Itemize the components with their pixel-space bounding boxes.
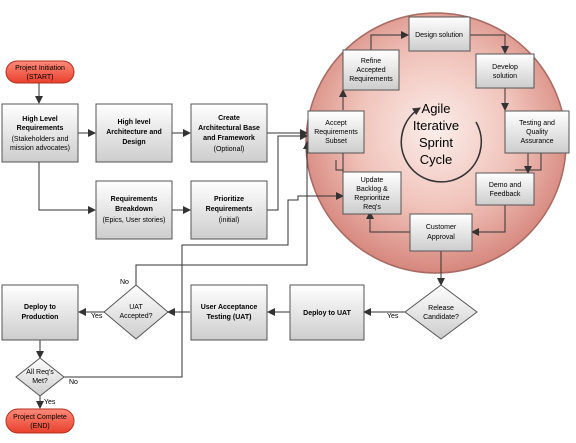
testing-quality-box: Testing and Quality Assurance (504, 110, 570, 154)
refine-line-2: Accepted (356, 67, 385, 74)
deploy-to-production-box: Deploy to Production (1, 284, 79, 341)
release-line-2: Candidate? (423, 314, 459, 321)
uat-accepted-line-1: UAT (129, 304, 143, 311)
end-line-1: Project Complete (13, 414, 67, 421)
prioritize-line-1: Prioritize (214, 196, 244, 203)
demo-line-2: Feedback (490, 191, 521, 198)
high-level-architecture-box: High level Architecture and Design (95, 103, 173, 163)
user-acceptance-testing-box: User Acceptance Testing (UAT) (190, 284, 268, 341)
hlr-line-3: (Stakeholders and (12, 136, 69, 143)
arch-line-3: Design (122, 139, 145, 146)
backlog-line-1: Update (361, 177, 384, 184)
allreqs-line-1: All Req's (26, 369, 54, 376)
hlr-line-2: Requirements (17, 125, 64, 132)
agile-line-3: Sprint (419, 135, 453, 150)
all-reqs-met-decision: All Req's Met? (15, 357, 65, 397)
uat-yes-label: Yes (91, 313, 103, 320)
approval-line-1: Customer (426, 224, 457, 231)
prioritize-line-2: Requirements (206, 206, 253, 213)
backlog-line-4: Req's (363, 204, 381, 211)
breakdown-line-1: Requirements (111, 196, 158, 203)
prioritize-requirements-box: Prioritize Requirements (initial) (190, 180, 268, 240)
hlr-line-4: mission advocates) (10, 145, 70, 152)
create-line-3: and Framework (203, 135, 255, 142)
arch-line-2: Architecture and (106, 129, 162, 136)
production-line-1: Deploy to (24, 304, 56, 311)
accept-requirements-subset-box: Accept Requirements Subset (307, 110, 365, 154)
design-solution-box: Design solution (408, 16, 471, 52)
uat-no-label: No (120, 279, 129, 286)
refine-requirements-box: Refine Accepted Requirements (342, 49, 400, 91)
develop-solution-box: Develop solution (475, 53, 535, 89)
uat-accepted-decision: UAT Accepted? (103, 284, 169, 340)
create-architectural-base-box: Create Architectural Base and Framework … (190, 103, 268, 163)
create-line-2: Architectural Base (198, 125, 260, 132)
customer-approval-box: Customer Approval (409, 213, 473, 252)
testing-line-1: Testing and (519, 120, 555, 127)
uat-line-2: Testing (UAT) (207, 314, 252, 321)
accept-line-1: Accept (325, 120, 346, 127)
project-complete-terminal: Project Complete (END) (5, 408, 75, 434)
develop-line-2: solution (493, 73, 517, 80)
requirements-breakdown-box: Requirements Breakdown (Epics, User stor… (95, 180, 173, 240)
breakdown-line-3: (Epics, User stories) (102, 217, 165, 224)
allreqs-no-label: No (69, 379, 78, 386)
prioritize-line-3: (initial) (219, 217, 240, 224)
allreqs-line-2: Met? (32, 378, 48, 385)
start-line-1: Project Initiation (15, 65, 65, 72)
approval-line-2: Approval (427, 234, 455, 241)
update-backlog-box: Update Backlog & Reprioritize Req's (342, 171, 402, 215)
demo-feedback-box: Demo and Feedback (475, 172, 535, 206)
uat-line-1: User Acceptance (201, 304, 258, 311)
refine-line-3: Requirements (349, 76, 393, 83)
uat-accepted-line-2: Accepted? (119, 313, 152, 320)
deploy-uat-line-1: Deploy to UAT (303, 310, 351, 317)
release-line-1: Release (428, 305, 454, 312)
create-line-1: Create (218, 115, 240, 122)
production-line-2: Production (22, 314, 59, 321)
agile-line-2: Iterative (413, 118, 459, 133)
agile-line-4: Cycle (420, 152, 453, 167)
breakdown-line-2: Breakdown (115, 206, 153, 213)
develop-line-1: Develop (492, 64, 518, 71)
refine-line-1: Refine (361, 58, 381, 65)
demo-line-1: Demo and (489, 182, 521, 189)
hlr-line-1: High Level (22, 116, 57, 123)
high-level-requirements-box: High Level Requirements (Stakeholders an… (1, 103, 79, 163)
cycle-arrow-icon (400, 107, 483, 183)
release-yes-label: Yes (387, 313, 399, 320)
design-line-1: Design solution (415, 32, 463, 39)
testing-line-3: Assurance (520, 138, 553, 145)
deploy-to-uat-box: Deploy to UAT (289, 284, 365, 341)
project-initiation-terminal: Project Initiation (START) (5, 60, 75, 84)
accept-line-3: Subset (325, 138, 347, 145)
accept-line-2: Requirements (314, 129, 358, 136)
start-line-2: (START) (27, 74, 54, 81)
end-line-2: (END) (30, 423, 49, 430)
agile-cycle-label: Agile Iterative Sprint Cycle (413, 101, 459, 167)
backlog-line-2: Backlog & (356, 186, 388, 193)
create-line-4: (Optional) (214, 146, 245, 153)
arch-line-1: High level (117, 119, 150, 126)
allreqs-yes-label: Yes (44, 399, 56, 406)
release-candidate-decision: Release Candidate? (404, 284, 478, 340)
agile-line-1: Agile (422, 101, 451, 116)
testing-line-2: Quality (526, 129, 548, 136)
backlog-line-3: Reprioritize (354, 195, 390, 202)
